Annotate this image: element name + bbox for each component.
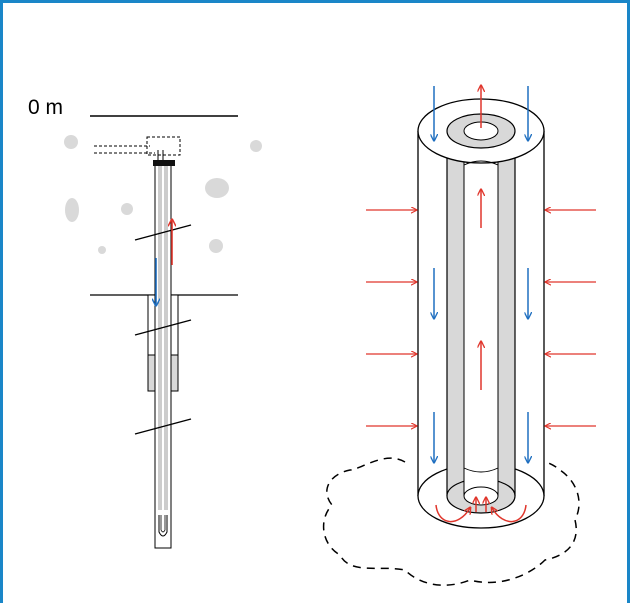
pebble [121,203,133,215]
depth-break-mark [134,319,192,336]
borehole-section [64,115,262,549]
bottom-turnaround-arrows [435,498,527,523]
pebble [64,135,78,149]
depth-break-mark [134,418,192,435]
inner-channel-bottom [463,486,499,506]
turnaround-arrow [435,504,470,523]
pebble [65,198,79,222]
surface-depth-label: 0 m [28,96,64,119]
pebble [250,140,262,152]
inner-channel [464,131,498,496]
soil-pebbles [64,135,262,254]
ground-blob-outline [322,454,580,586]
pebble [205,178,229,198]
turnaround-arrow [492,504,527,523]
u-tube-bend [158,515,168,537]
borehole-cap [153,160,175,166]
cold-down-arrows [434,86,528,462]
depth-break-mark [134,224,192,241]
borehole-pipe [154,162,172,549]
pebble [98,246,106,254]
u-tube-lines [158,166,168,510]
coaxial-exchanger [322,86,596,586]
heat-inflow-arrows [366,210,596,426]
pebble [209,239,223,253]
